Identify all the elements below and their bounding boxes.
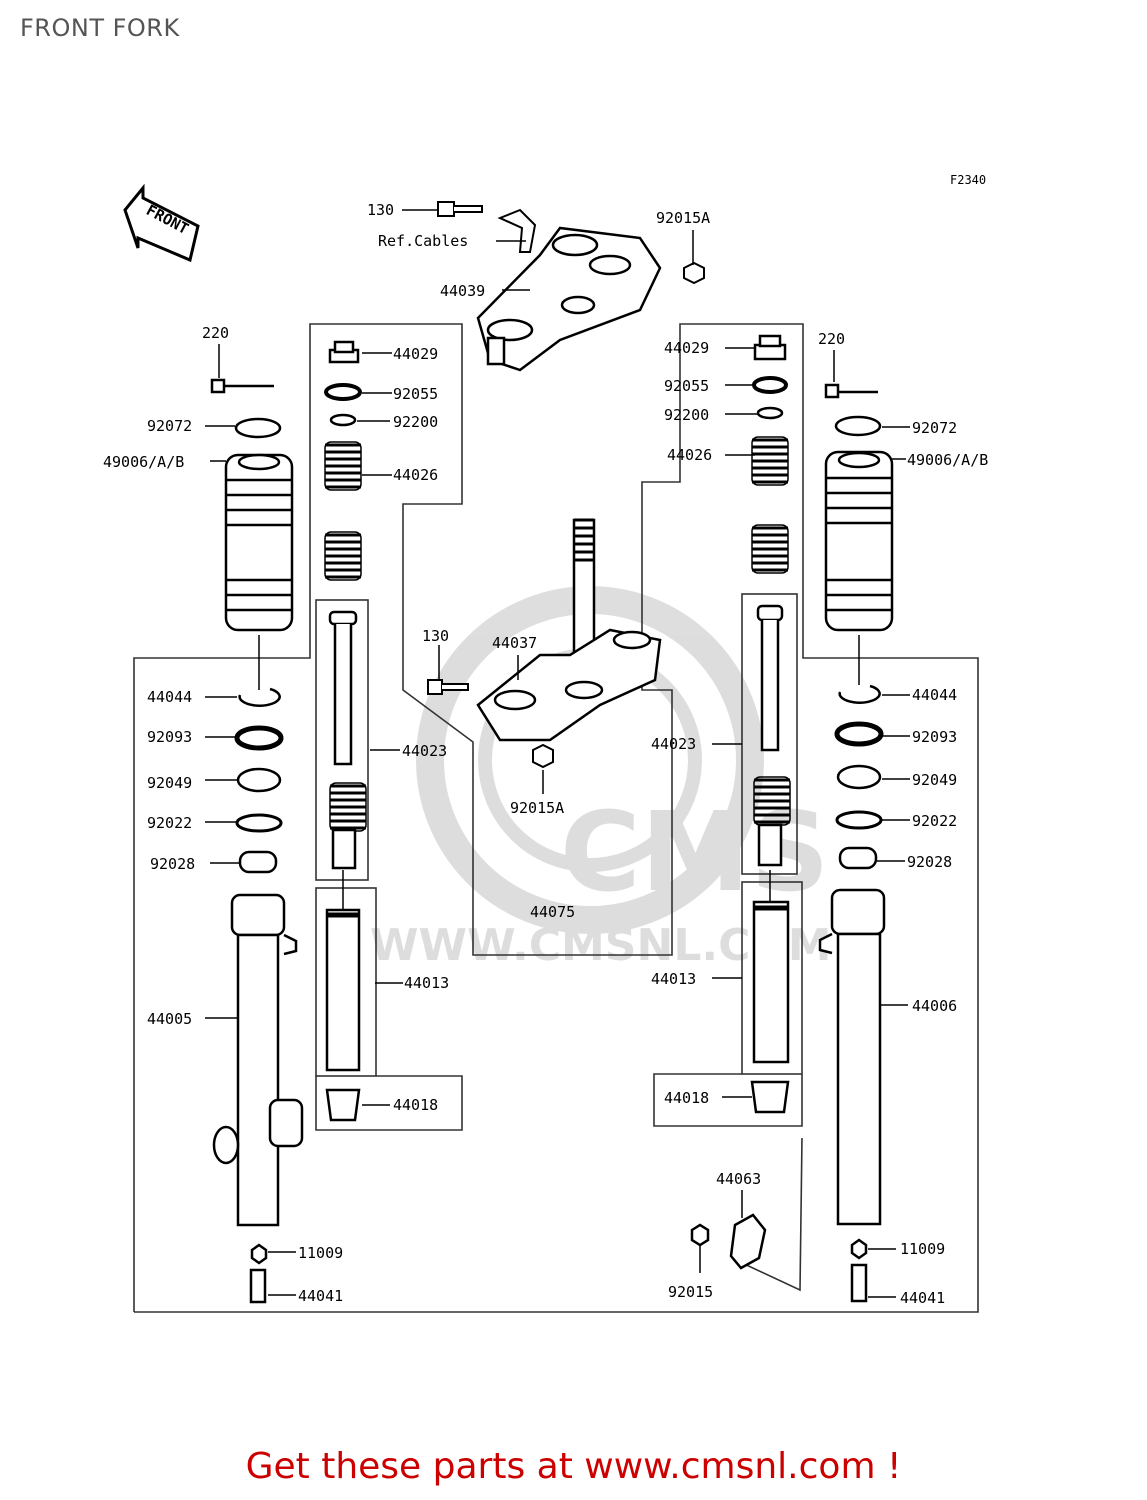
- label-44023-right: 44023: [651, 735, 696, 753]
- label-44026-right: 44026: [667, 446, 712, 464]
- cable-bracket: [497, 208, 537, 253]
- label-44006: 44006: [912, 997, 957, 1015]
- label-11009-left: 11009: [298, 1244, 343, 1262]
- label-92072-left: 92072: [147, 417, 192, 435]
- figure-ref: F2340: [950, 173, 986, 187]
- label-92015: 92015: [668, 1283, 713, 1301]
- label-49006-left: 49006/A/B: [103, 453, 184, 471]
- label-92049-right: 92049: [912, 771, 957, 789]
- label-92022-right: 92022: [912, 812, 957, 830]
- label-92028-left: 92028: [150, 855, 195, 873]
- label-220-left: 220: [202, 324, 229, 342]
- label-44041-left: 44041: [298, 1287, 343, 1305]
- label-44005: 44005: [147, 1010, 192, 1028]
- label-49006-right: 49006/A/B: [907, 451, 988, 469]
- label-11009-right: 11009: [900, 1240, 945, 1258]
- label-ref-cables: Ref.Cables: [378, 232, 468, 250]
- label-220-right: 220: [818, 330, 845, 348]
- label-44041-right: 44041: [900, 1289, 945, 1307]
- upper-triple-clamp: [476, 226, 662, 372]
- label-44026-left: 44026: [393, 466, 438, 484]
- nut-92015A-mid: [532, 743, 554, 769]
- label-92028-right: 92028: [907, 853, 952, 871]
- label-44029-left: 44029: [393, 345, 438, 363]
- label-92093-left: 92093: [147, 728, 192, 746]
- label-92049-left: 92049: [147, 774, 192, 792]
- label-44044-right: 44044: [912, 686, 957, 704]
- steering-stem: [476, 518, 662, 742]
- label-44063: 44063: [716, 1170, 761, 1188]
- left-fork-parts: [210, 340, 368, 1304]
- label-92200-left: 92200: [393, 413, 438, 431]
- footer-link[interactable]: Get these parts at www.cmsnl.com !: [245, 1446, 902, 1487]
- label-44037: 44037: [492, 634, 537, 652]
- page-title: FRONT FORK: [20, 14, 180, 42]
- label-44018-right: 44018: [664, 1089, 709, 1107]
- nut-92015A-top: [683, 261, 705, 285]
- label-130-top: 130: [367, 201, 394, 219]
- bolt-130-mid: [427, 679, 469, 695]
- label-92055-right: 92055: [664, 377, 709, 395]
- bolt-130-top: [437, 201, 483, 217]
- label-92200-right: 92200: [664, 406, 709, 424]
- leader-lines: [205, 209, 910, 1298]
- label-44023-left: 44023: [402, 742, 447, 760]
- part-labels: 130 Ref.Cables 92015A 44039 220 220 4402…: [103, 201, 988, 1307]
- label-92093-right: 92093: [912, 728, 957, 746]
- label-44039: 44039: [440, 282, 485, 300]
- label-92022-left: 92022: [147, 814, 192, 832]
- label-92072-right: 92072: [912, 419, 957, 437]
- label-44044-left: 44044: [147, 688, 192, 706]
- label-130-mid: 130: [422, 627, 449, 645]
- front-direction-arrow: FRONT: [123, 183, 200, 263]
- label-44075: 44075: [530, 903, 575, 921]
- label-44013-left: 44013: [404, 974, 449, 992]
- label-44018-left: 44018: [393, 1096, 438, 1114]
- label-44013-right: 44013: [651, 970, 696, 988]
- group-outlines: [133, 323, 979, 1313]
- label-92055-left: 92055: [393, 385, 438, 403]
- right-fork-parts: [690, 334, 894, 1303]
- label-92015A-mid: 92015A: [510, 799, 564, 817]
- label-92015A-top: 92015A: [656, 209, 710, 227]
- label-44029-right: 44029: [664, 339, 709, 357]
